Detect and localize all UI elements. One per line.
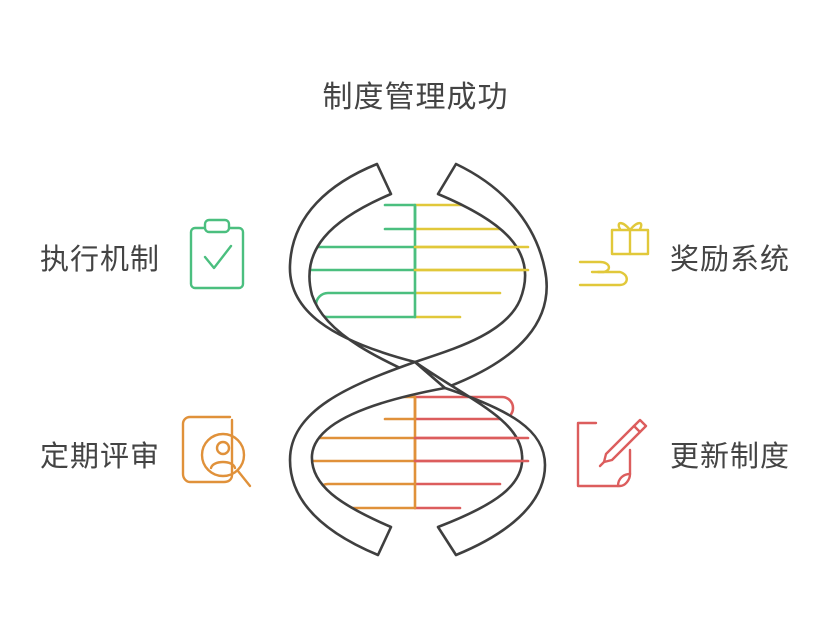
label-regular-review: 定期评审 [40,439,161,473]
rung-top-1-left [383,203,417,231]
helix-strands [288,162,548,557]
diagram-title: 制度管理成功 [322,80,509,115]
rung-bottom-2-left [300,436,417,463]
document-pen-icon [576,418,648,488]
strand-upper-left [288,162,447,390]
label-reward-system: 奖励系统 [670,242,791,276]
strand-upper-right [413,162,548,390]
rung-top-2-left [300,245,417,272]
rung-bottom-2-right [413,436,530,463]
label-execution-mechanism: 执行机制 [40,242,161,276]
label-update-policy: 更新制度 [670,439,791,473]
strand-lower-right [413,360,547,557]
rung-bottom-3-right [413,482,502,510]
search-person-icon [181,415,252,488]
rung-front-overlays [413,245,530,463]
clipboard-check-icon [189,218,245,290]
strand-lower-left [288,360,447,557]
rung-top-3-left [314,291,417,319]
rung-top-3-right [413,291,502,319]
rung-top-2-right [413,245,530,272]
gift-hand-icon [578,221,650,287]
